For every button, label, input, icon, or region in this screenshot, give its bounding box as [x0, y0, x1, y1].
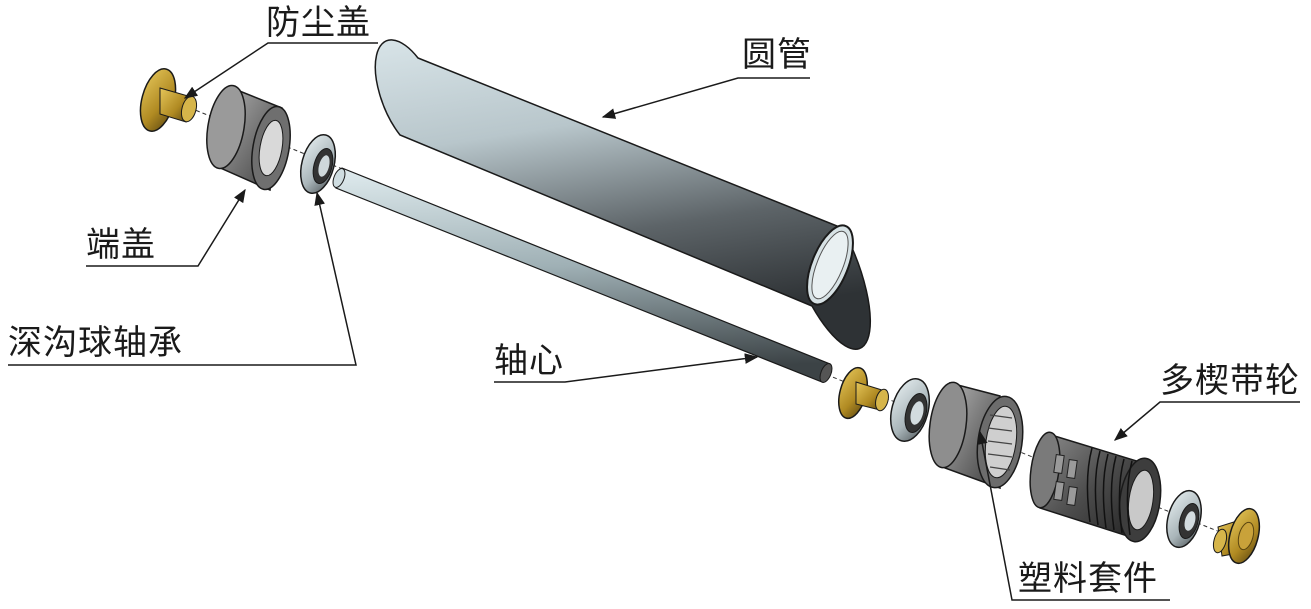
label-shaft-core: 轴心	[494, 341, 564, 381]
round-tube-part	[374, 39, 872, 350]
shaft-core-part	[332, 167, 833, 383]
multi-wedge-pulley-part	[1029, 431, 1162, 543]
leader-lines	[8, 42, 1300, 601]
label-end-cap: 端盖	[86, 225, 156, 265]
label-round-tube: 圆管	[742, 35, 812, 75]
bearing-right-inner-part	[889, 377, 931, 443]
dust-cap-right-outer-part	[1212, 507, 1261, 565]
end-cap-left-part	[206, 84, 291, 192]
dust-cap-right-inner-part	[838, 366, 889, 420]
bearing-left-part	[299, 133, 337, 195]
plastic-sleeve-part	[928, 381, 1024, 490]
label-multi-wedge-pulley: 多楔带轮	[1160, 361, 1300, 401]
label-deep-groove-ball-bearing: 深沟球轴承	[8, 323, 183, 363]
label-dust-cap: 防尘盖	[266, 3, 371, 43]
dust-cap-left-part	[139, 68, 198, 132]
bearing-right-outer-part	[1166, 489, 1202, 549]
label-plastic-sleeve: 塑料套件	[1018, 559, 1158, 599]
